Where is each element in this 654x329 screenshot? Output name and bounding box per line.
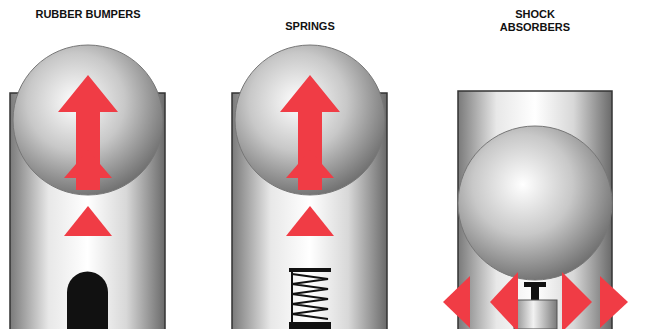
spring-panel [232, 45, 387, 329]
panel-title: RUBBER BUMPERS [33, 8, 143, 21]
panel-title: SPRINGS [255, 20, 365, 33]
shock-absorber-panel [443, 91, 628, 329]
panel-title: SHOCK ABSORBERS [480, 8, 590, 34]
rubber-bumper-panel [10, 45, 165, 329]
